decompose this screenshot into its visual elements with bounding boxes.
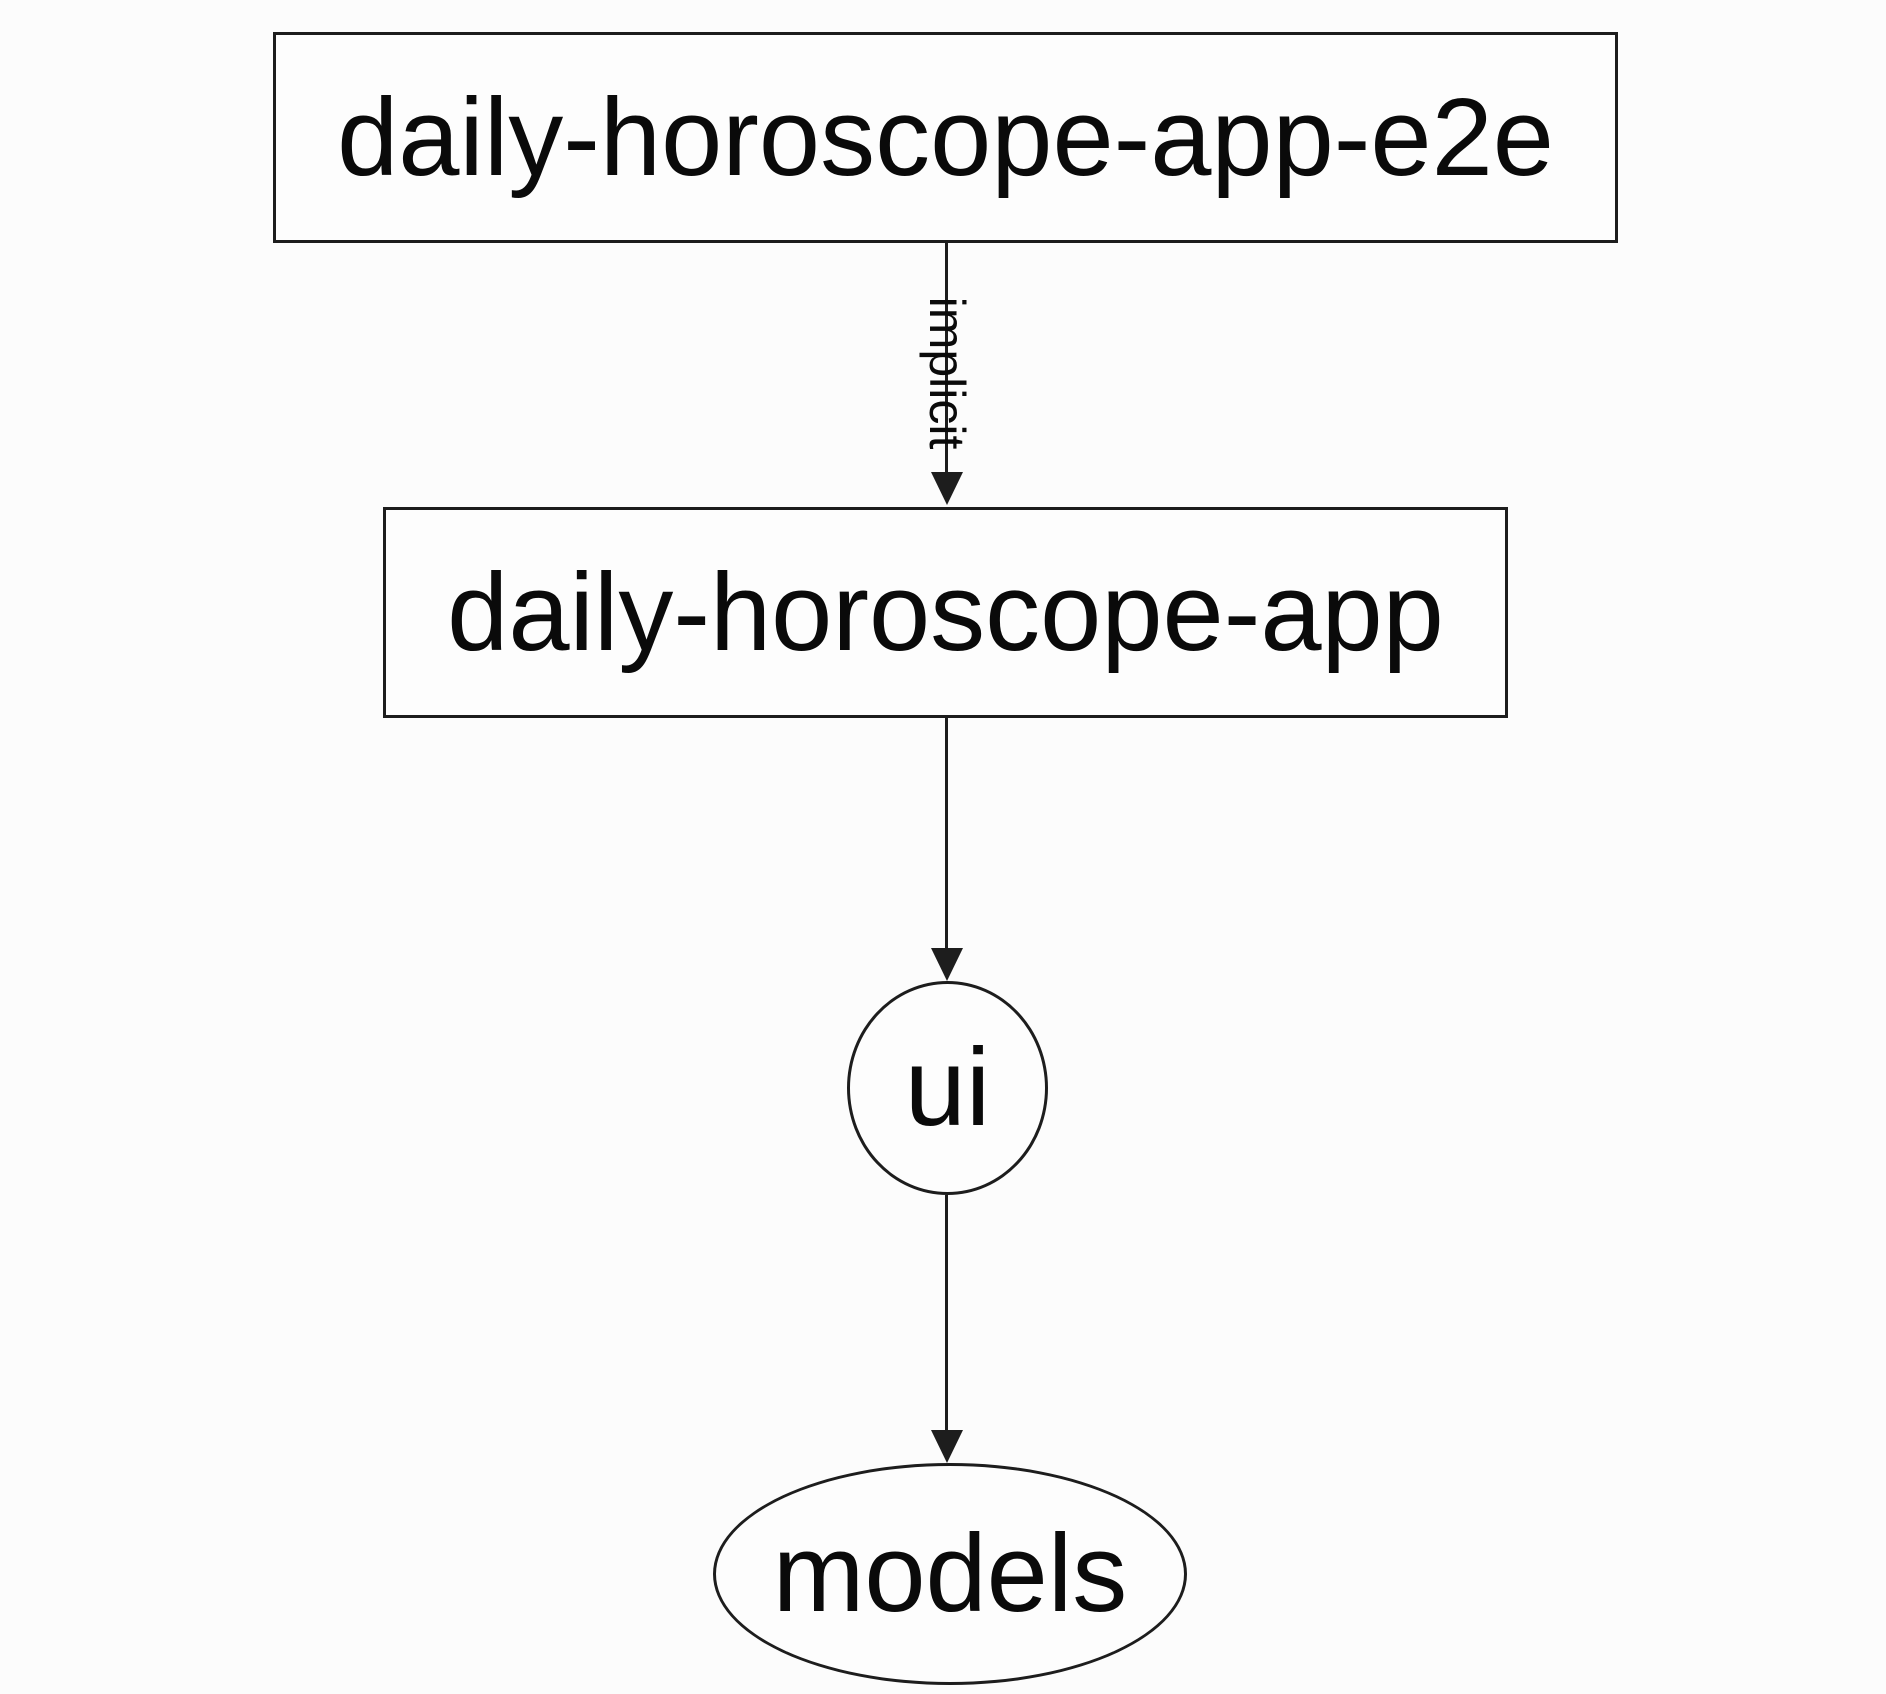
node-label-daily-horoscope-app: daily-horoscope-app	[447, 550, 1444, 674]
node-daily-horoscope-app: daily-horoscope-app	[383, 507, 1508, 718]
arrowhead-down-icon	[931, 472, 963, 505]
arrowhead-down-icon	[931, 948, 963, 981]
node-models: models	[713, 1463, 1187, 1685]
edge-label-implicit: implicit	[919, 296, 975, 450]
node-ui: ui	[847, 981, 1048, 1195]
arrowhead-down-icon	[931, 1430, 963, 1463]
node-label-ui: ui	[904, 1026, 991, 1149]
edge-e2e-to-app-line	[945, 243, 948, 473]
edge-app-to-ui-line	[945, 718, 948, 950]
node-label-models: models	[772, 1512, 1128, 1635]
node-label-daily-horoscope-app-e2e: daily-horoscope-app-e2e	[337, 75, 1554, 199]
edge-ui-to-models-line	[945, 1195, 948, 1432]
node-daily-horoscope-app-e2e: daily-horoscope-app-e2e	[273, 32, 1618, 243]
